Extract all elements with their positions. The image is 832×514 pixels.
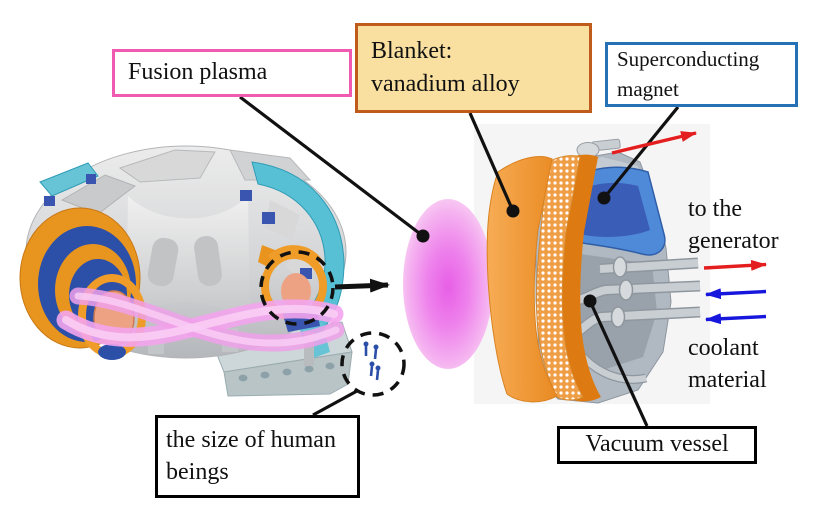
blue-arrow-1-icon — [705, 288, 767, 300]
tokamak-top-panel — [118, 149, 216, 183]
human-figure — [375, 365, 381, 381]
zoom-arrow — [334, 278, 390, 293]
callout-dot-blanket — [506, 204, 520, 218]
coil-blue-block — [44, 196, 55, 206]
tokamak-center-wall — [126, 196, 250, 322]
pipe-flange — [610, 306, 626, 328]
cyan-bracket — [39, 162, 99, 197]
label-vacuum-vessel-text: Vacuum vessel — [585, 431, 729, 458]
base-hole — [304, 365, 314, 373]
tokamak-illustration — [19, 145, 353, 397]
coil-blue-block — [240, 190, 252, 201]
coil-blue-block — [98, 344, 126, 360]
label-human-scale: the size of human beings — [155, 415, 360, 498]
red-arrow-top-icon — [611, 131, 697, 155]
label-superconducting-magnet-text: Superconducting magnet — [617, 47, 760, 101]
coil-blue-block — [262, 212, 275, 224]
human-figure — [369, 361, 375, 377]
base-hole — [260, 371, 270, 379]
callout-dot-magnet — [597, 191, 611, 205]
label-superconducting-magnet: Superconducting magnet — [605, 42, 798, 107]
support-leg — [304, 332, 314, 366]
callout-line-human-scale — [312, 389, 358, 417]
coil-window-frame — [267, 245, 323, 264]
callout-dot-vessel — [583, 294, 597, 308]
callout-line-magnet — [602, 105, 680, 200]
coil-spoke — [265, 200, 300, 240]
annotation-coolant: coolant material — [688, 335, 767, 393]
callout-line-fusion-plasma — [239, 95, 424, 238]
label-human-scale-text: the size of human beings — [166, 426, 336, 485]
human-figure — [373, 344, 379, 360]
label-blanket: Blanket: vanadium alloy — [355, 23, 592, 113]
wall-slot — [194, 235, 222, 287]
pipe-flange — [612, 256, 628, 278]
coil-blue-block — [86, 174, 96, 184]
pipe-flange — [618, 279, 634, 301]
blanket-front-wall — [486, 156, 558, 403]
callout-line-blanket — [468, 112, 515, 212]
base-hole — [238, 374, 248, 382]
wall-slot — [147, 237, 179, 287]
red-arrow-mid-icon — [703, 259, 767, 271]
coil-blue-block — [300, 268, 312, 279]
plasma-ribbon-highlight — [74, 292, 340, 347]
blue-arrow-2-icon — [705, 313, 767, 325]
callout-dot-fusion-plasma — [416, 229, 430, 243]
label-vacuum-vessel: Vacuum vessel — [557, 426, 757, 464]
blanket-segment-illustration — [486, 138, 701, 404]
human-figure — [363, 341, 369, 356]
vessel-side-panel — [566, 252, 657, 370]
plasma-ribbon — [56, 287, 345, 352]
base-hole — [282, 368, 292, 376]
human-figures — [363, 341, 381, 381]
label-fusion-plasma-text: Fusion plasma — [128, 59, 268, 86]
label-fusion-plasma: Fusion plasma — [112, 49, 352, 97]
dashed-circle-humans — [340, 331, 406, 397]
tokamak-top-panel — [229, 149, 312, 181]
base-holes — [238, 362, 335, 382]
blanket-mesh-band — [536, 155, 584, 401]
annotation-to-generator: to the generator — [688, 196, 779, 254]
label-blanket-text: Blanket: vanadium alloy — [371, 37, 520, 97]
callout-line-vessel — [588, 300, 649, 427]
plasma-ellipse — [403, 199, 493, 369]
dashed-circle-coil — [259, 250, 335, 326]
base-hole — [325, 362, 335, 370]
